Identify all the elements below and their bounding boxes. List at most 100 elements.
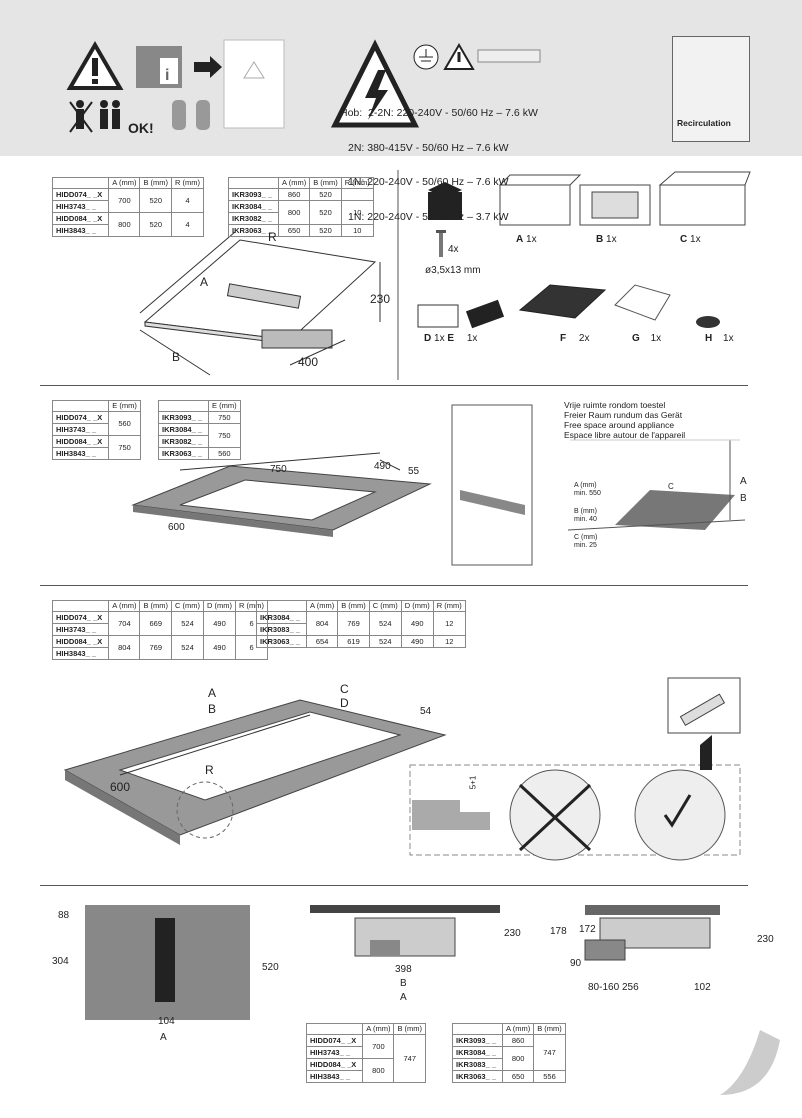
dim-750: 750 [270, 464, 287, 475]
part-label: A [516, 234, 524, 245]
column-header: D (mm) [203, 600, 237, 612]
value-cell: 800 [278, 200, 311, 225]
part-label: G [632, 333, 640, 344]
table-header-row: A (mm)B (mm)R (mm) [51, 177, 205, 189]
part-f-filters [518, 284, 607, 319]
value-cell: 750 [208, 423, 241, 448]
model-cell: IKR3083_ _ [255, 623, 308, 636]
dim-80-160: 80-160 [588, 982, 620, 993]
column-header: A (mm) [108, 600, 141, 612]
part-qty: 1x [723, 333, 734, 344]
model-cell: HIDD084_ _X [51, 212, 110, 225]
part-label: F [560, 333, 567, 344]
table-row: HIH3843_ _ [51, 647, 268, 660]
dim-55: 55 [408, 466, 420, 477]
part-qty: 1x [434, 333, 445, 344]
value-cell: 750 [208, 411, 241, 424]
model-cell: IKR3093_ _ [227, 188, 280, 201]
column-header [305, 1023, 364, 1035]
dim-gap: 5+1 [468, 775, 478, 790]
duct-c [658, 171, 751, 226]
part-qty: 1x [606, 234, 617, 245]
model-cell: IKR3082_ _ [157, 435, 210, 448]
value-cell: 769 [139, 635, 173, 660]
column-header: E (mm) [108, 400, 141, 412]
two-persons-icon [100, 100, 120, 129]
table-row: HIH3843_ _ [305, 1070, 426, 1083]
power-ratings: Hob: 2-2N: 220-240V - 50/60 Hz – 7.6 kW … [340, 85, 538, 235]
dim-398: 398 [395, 964, 412, 975]
table-row: HIH3843_ _ [51, 224, 204, 237]
value-cell: 804 [306, 611, 339, 636]
model-cell: HIH3743_ _ [305, 1046, 364, 1059]
divider [40, 385, 748, 386]
part-qty: 1x [690, 234, 701, 245]
clearance-legend: A (mm)min. 550 B (mm)min. 40 C (mm)min. … [574, 482, 601, 550]
column-header: A (mm) [108, 177, 141, 189]
value-cell: 704 [108, 611, 141, 636]
rating-plate-icon [477, 49, 541, 63]
value-cell: 10 [340, 224, 374, 237]
caution-icon [443, 43, 475, 70]
model-cell: IKR3093_ _ [157, 411, 210, 424]
safety-header-band [0, 0, 802, 156]
dim-256: 256 [622, 982, 639, 993]
model-cell: IKR3084_ _ [451, 1046, 504, 1059]
dim-520: 520 [262, 962, 279, 973]
recirculation-box [672, 36, 750, 142]
clearance-mark-c: C [668, 482, 674, 491]
free-space-line: Freier Raum rundum das Gerät [564, 410, 683, 420]
column-header: D (mm) [400, 600, 434, 612]
value-cell: 490 [203, 611, 237, 636]
gloves-icon [172, 100, 210, 130]
column-header: E (mm) [208, 400, 241, 412]
model-cell: IKR3082_ _ [227, 212, 280, 225]
dim-a: A [160, 1032, 167, 1043]
value-cell: 520 [309, 188, 342, 201]
free-space-line: Espace libre autour de l'appareil [564, 430, 686, 440]
warning-icon [66, 41, 124, 90]
value-cell: 10 [340, 200, 374, 225]
column-header: R (mm) [171, 177, 205, 189]
table-row: HIH3843_ _ [51, 447, 141, 460]
clearance-mark-a: A [740, 476, 747, 487]
model-cell: HIDD084_ _X [51, 435, 110, 448]
free-space-line: Free space around appliance [564, 420, 675, 430]
top-view-drawing [85, 905, 250, 1020]
model-cell: HIH3743_ _ [51, 623, 110, 636]
value-cell: 524 [171, 635, 205, 660]
model-cell: HIH3843_ _ [51, 224, 110, 237]
box-icon [428, 182, 462, 220]
dim-104: 104 [158, 1016, 175, 1027]
value-cell: 619 [337, 635, 370, 648]
part-qty: 2x [578, 333, 590, 344]
model-cell: IKR3093_ _ [451, 1034, 504, 1047]
value-cell: 520 [139, 212, 173, 237]
table-row: IKR3063_ _560 [157, 447, 241, 460]
hob-line: 2N: 380-415V - 50/60 Hz – 7.6 kW [348, 141, 509, 154]
column-header: R (mm) [432, 600, 466, 612]
part-label: E [447, 333, 455, 344]
side-view-drawing [584, 905, 720, 961]
column-header: A (mm) [306, 600, 339, 612]
dim-88: 88 [58, 910, 70, 921]
dim-r: R [268, 230, 277, 244]
part-qty: 1x [526, 234, 537, 245]
value-cell: 800 [108, 212, 141, 237]
value-cell: 700 [362, 1034, 395, 1059]
value-cell: 860 [502, 1034, 535, 1047]
table-header-row: E (mm) [51, 400, 141, 412]
part-qty: 1x [466, 333, 478, 344]
part-g-booklet [614, 284, 671, 321]
dim-172: 172 [579, 924, 596, 935]
dim-depth: 400 [298, 355, 319, 369]
